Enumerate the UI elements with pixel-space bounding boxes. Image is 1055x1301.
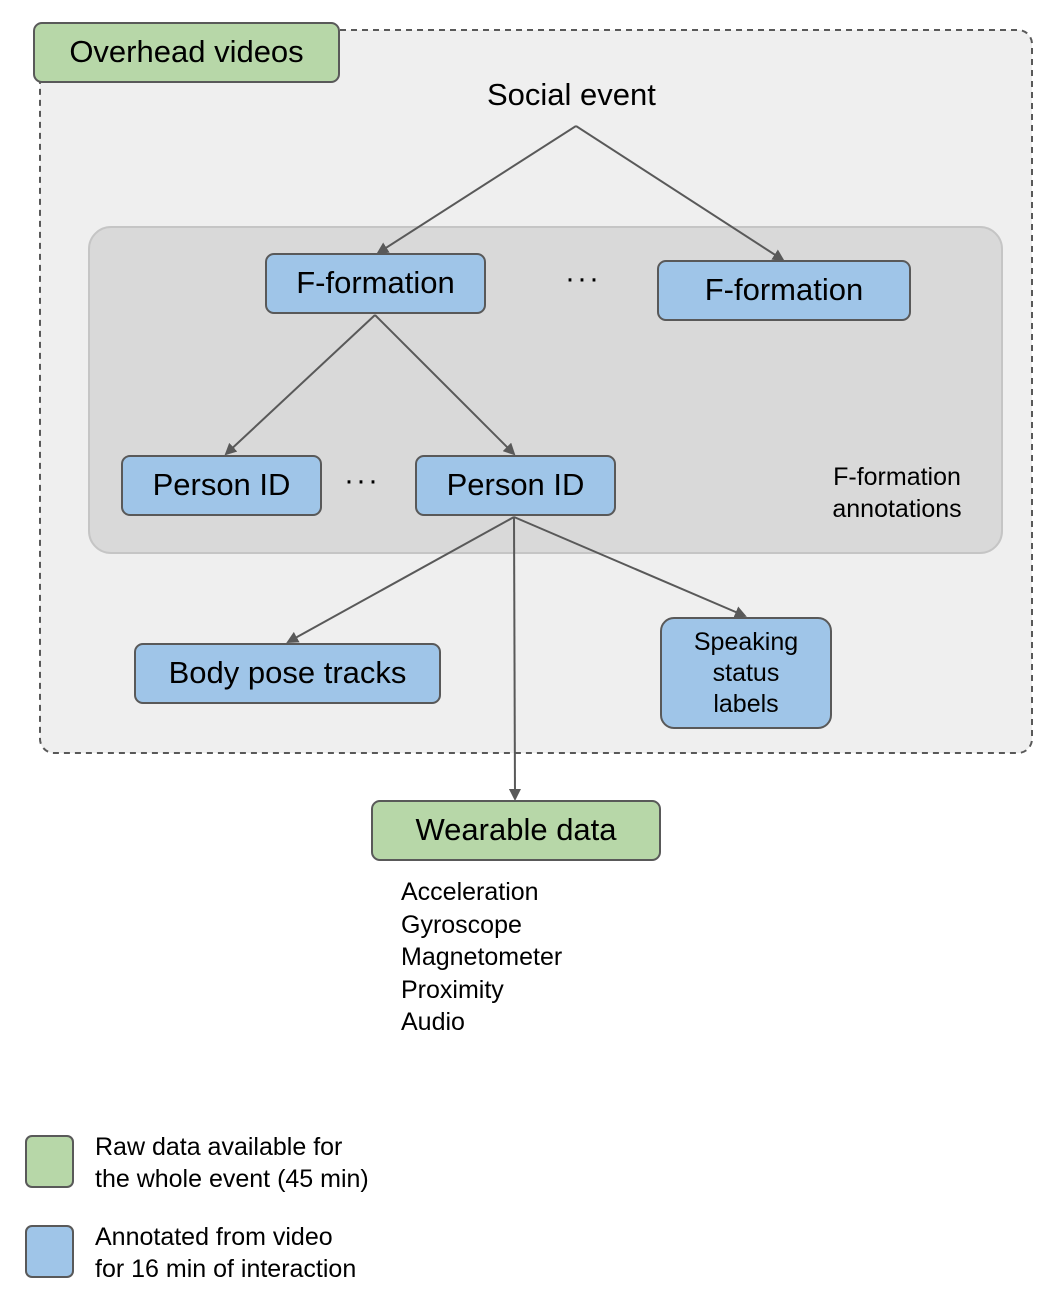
edge-social_event-to-f_formation_1 [376, 125, 577, 255]
overhead-videos-node: Overhead videos [33, 22, 340, 83]
wearable-signal-item: Gyroscope [401, 910, 522, 939]
edge-layer [224, 125, 785, 801]
social-event-label: Social event [487, 77, 656, 112]
person-id-node: Person ID [415, 455, 616, 516]
edge-person_id_2-to-speaking_status_labels [513, 516, 747, 618]
legend-swatch [25, 1135, 74, 1188]
wearable-data-node: Wearable data [371, 800, 661, 861]
edge-person_id_2-to-body_pose_tracks [286, 516, 515, 643]
wearable-signal-item: Audio [401, 1008, 465, 1036]
wearable-signal-item: Acceleration [401, 878, 539, 906]
person-id-node: Person ID [121, 455, 322, 516]
person-id-ellipsis: ··· [344, 464, 380, 497]
f-formation-node: F-formation [657, 260, 911, 321]
legend-text: Raw data available for the whole event (… [95, 1133, 369, 1193]
legend-text: Annotated from video for 16 min of inter… [95, 1223, 357, 1283]
edge-person_id_2-to-wearable_data [508, 516, 521, 801]
f-formation-node: F-formation [265, 253, 486, 314]
edge-social_event-to-f_formation_2 [575, 125, 785, 262]
edge-f_formation_1-to-person_id_1 [224, 314, 376, 456]
body-pose-tracks-node: Body pose tracks [134, 643, 441, 704]
edge-f_formation_1-to-person_id_2 [374, 314, 516, 456]
f-formation-ellipsis: ··· [565, 262, 601, 295]
legend-swatch [25, 1225, 74, 1278]
wearable-signal-item: Magnetometer [401, 943, 563, 971]
f-formation-annotations-label: F-formation annotations [832, 463, 962, 523]
speaking-status-labels-node: Speaking status labels [660, 617, 832, 729]
wearable-signal-item: Proximity [401, 975, 504, 1004]
